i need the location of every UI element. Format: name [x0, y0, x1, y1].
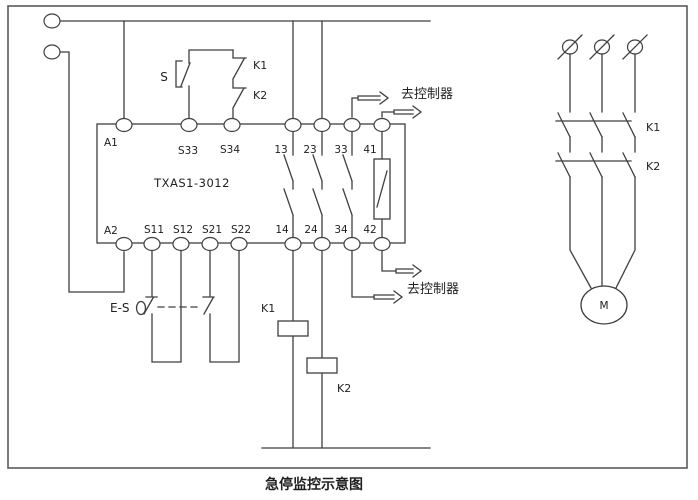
return-rail-wire	[59, 51, 125, 293]
terminal-label: 23	[303, 144, 316, 156]
terminal-label: 33	[334, 144, 347, 156]
k1-coil-label: K1	[261, 302, 275, 315]
safety-relay-block: A1 S33 S34 13 23 33 41 A2 S11 S12 S21 S2…	[96, 117, 406, 252]
terminal-circle	[373, 236, 391, 252]
terminal-circle	[284, 236, 302, 252]
terminal-circle	[143, 236, 161, 252]
to-controller-bottom-label: 去控制器	[407, 282, 459, 297]
supply-terminal-icon	[43, 13, 61, 29]
k2-power-label: K2	[646, 160, 660, 173]
terminal-label: S22	[231, 224, 251, 236]
terminal-label: 24	[304, 224, 318, 236]
terminal-label: A2	[104, 225, 118, 237]
contact-33-34-icon	[342, 130, 353, 239]
estop-label: E-S	[110, 301, 130, 315]
relay-model-label: TXAS1-3012	[153, 176, 230, 190]
estop-mushroom-icon	[135, 300, 147, 316]
to-controller-top-wires	[351, 97, 395, 118]
k1-power-label: K1	[646, 121, 660, 134]
inter-contact-wires	[569, 136, 636, 153]
k1-coil-icon	[277, 320, 309, 337]
start-button-wire	[180, 49, 234, 119]
motor-feed-wires	[569, 176, 636, 289]
start-reset-branch: S K1 K2	[160, 49, 267, 119]
terminal-label: S33	[178, 145, 198, 157]
k2-nc-contact-label: K2	[253, 89, 267, 102]
terminal-circle	[223, 117, 241, 133]
contact-41-42-blade-icon	[376, 170, 388, 208]
supply-rails	[43, 13, 431, 293]
to-controller-bottom-wires	[351, 250, 397, 298]
motor-label: M	[599, 300, 608, 312]
contact-23-24-icon	[312, 130, 323, 239]
terminal-circle	[115, 236, 133, 252]
terminal-circle	[313, 236, 331, 252]
terminal-label: S34	[220, 144, 240, 156]
rail-drop-wires	[123, 20, 323, 119]
k2-coil-icon	[306, 357, 338, 374]
terminal-circle	[313, 117, 331, 133]
diagram-border	[7, 5, 688, 469]
terminal-circle	[230, 236, 248, 252]
terminal-circle	[180, 117, 198, 133]
terminal-circle	[343, 117, 361, 133]
terminal-label: S12	[173, 224, 193, 236]
arrow-right-icon	[357, 91, 390, 105]
contact-13-14-icon	[283, 130, 294, 239]
pushbutton-actuator-icon	[175, 60, 183, 88]
k1-power-contacts-icon	[555, 112, 636, 138]
motor-icon	[580, 285, 628, 325]
k1-nc-contact-label: K1	[253, 59, 267, 72]
terminal-circle	[284, 117, 302, 133]
arrow-right-icon	[393, 105, 423, 119]
start-button-label: S	[160, 70, 168, 84]
contactor-coils: K1 K2	[261, 250, 431, 449]
terminal-label: 41	[363, 144, 376, 156]
terminal-circle	[172, 236, 190, 252]
k1-k2-nc-contacts-icon	[232, 49, 247, 119]
terminal-label: S21	[202, 224, 222, 236]
terminal-circle	[115, 117, 133, 133]
diagram-caption: 急停监控示意图	[265, 476, 363, 493]
supply-terminal-icon	[43, 44, 61, 60]
arrow-right-icon	[373, 290, 404, 304]
phase-terminal-slashes	[557, 34, 648, 60]
coil-wires	[261, 250, 431, 449]
terminal-label: A1	[104, 137, 118, 149]
terminal-label: 42	[363, 224, 376, 236]
to-controller-top-label: 去控制器	[401, 87, 453, 102]
motor-power-circuit: K1 K2 M	[555, 34, 660, 325]
estop-branch: E-S	[110, 250, 240, 363]
estop-channel1-wire	[143, 250, 182, 363]
phase-feed-wires	[569, 53, 636, 113]
terminal-circle	[373, 117, 391, 133]
terminal-circle	[201, 236, 219, 252]
arrow-right-icon	[395, 264, 423, 278]
k2-coil-label: K2	[337, 382, 351, 395]
to-controller-connections: 去控制器 去控制器	[351, 87, 459, 304]
estop-channel2-wire	[202, 250, 240, 363]
terminal-label: 14	[275, 224, 289, 236]
relay-body	[96, 123, 406, 244]
terminal-circle	[343, 236, 361, 252]
terminal-label: 13	[274, 144, 287, 156]
k2-power-contacts-icon	[555, 152, 636, 178]
terminal-label: S11	[144, 224, 164, 236]
terminal-label: 34	[334, 224, 348, 236]
